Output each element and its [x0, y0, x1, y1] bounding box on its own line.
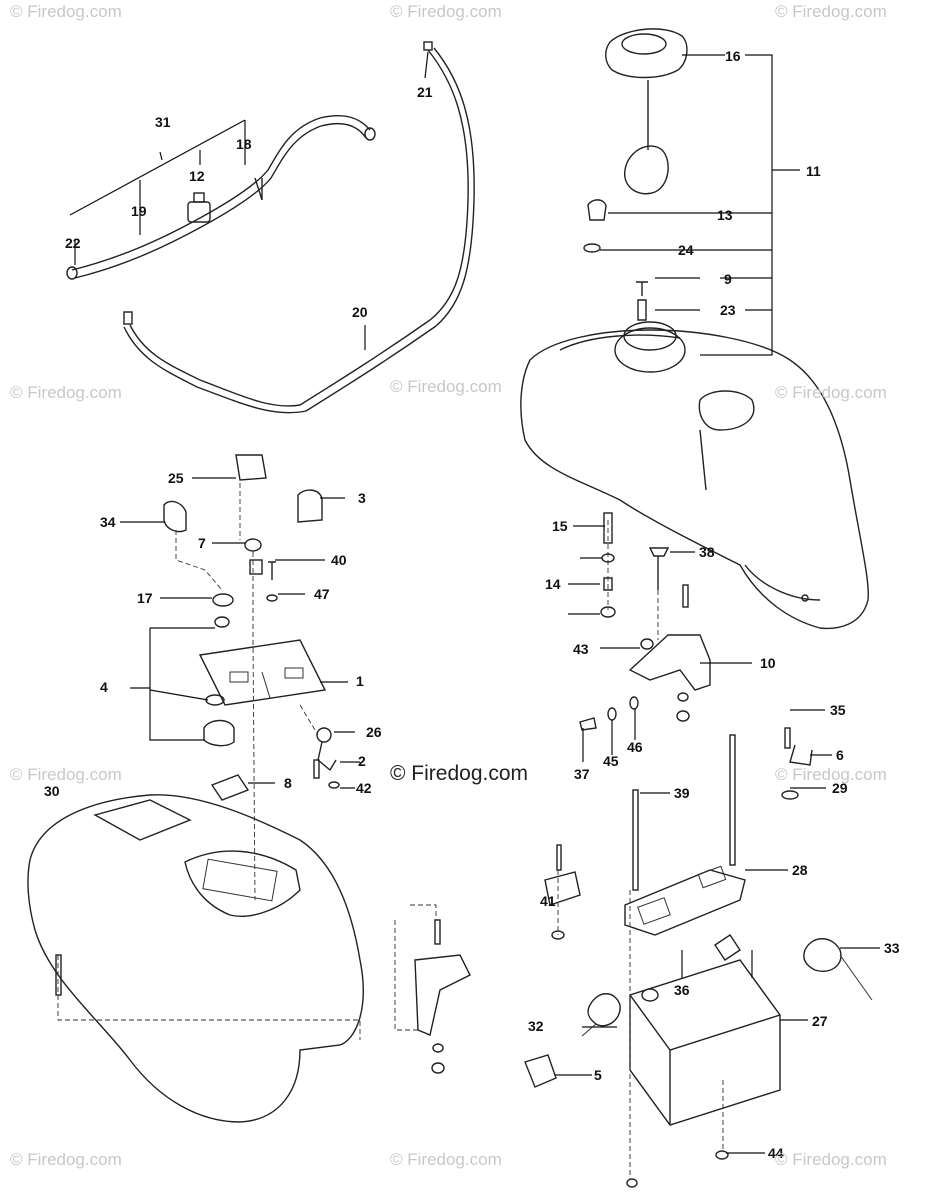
callout-8: 8	[284, 775, 292, 791]
callout-45: 45	[603, 753, 619, 769]
watermark: © Firedog.com	[10, 383, 122, 402]
callout-24: 24	[678, 242, 694, 258]
callout-1: 1	[356, 673, 364, 689]
battery-assembly	[524, 727, 873, 1188]
callout-19: 19	[131, 203, 147, 219]
callout-37: 37	[574, 766, 590, 782]
alignment-lines	[57, 483, 724, 1180]
brand-watermark: © Firedog.com	[390, 762, 529, 785]
watermark: © Firedog.com	[775, 2, 887, 21]
callout-17: 17	[137, 590, 153, 606]
callout-31: 31	[155, 114, 171, 130]
callout-22: 22	[65, 235, 81, 251]
callout-20: 20	[352, 304, 368, 320]
callout-35: 35	[830, 702, 846, 718]
watermark: © Firedog.com	[10, 1150, 122, 1169]
watermark: © Firedog.com	[390, 1150, 502, 1169]
callout-29: 29	[832, 780, 848, 796]
control-panel-parts	[163, 454, 340, 801]
callout-44: 44	[768, 1145, 784, 1161]
callout-13: 13	[717, 207, 733, 223]
watermark: © Firedog.com	[775, 383, 887, 402]
watermark: © Firedog.com	[390, 377, 502, 396]
callout-36: 36	[674, 982, 690, 998]
callout-26: 26	[366, 724, 382, 740]
callout-2: 2	[358, 753, 366, 769]
callout-6: 6	[836, 747, 844, 763]
callout-3: 3	[358, 490, 366, 506]
callout-28: 28	[792, 862, 808, 878]
tank-mount-hardware	[579, 512, 711, 731]
callout-15: 15	[552, 518, 568, 534]
watermark: © Firedog.com	[775, 765, 887, 784]
callout-5: 5	[594, 1067, 602, 1083]
callout-23: 23	[720, 302, 736, 318]
callout-38: 38	[699, 544, 715, 560]
callout-32: 32	[528, 1018, 544, 1034]
callout-14: 14	[545, 576, 561, 592]
gas-cap-assembly	[583, 28, 688, 321]
callout-33: 33	[884, 940, 900, 956]
callout-25: 25	[168, 470, 184, 486]
callout-40: 40	[331, 552, 347, 568]
callout-4: 4	[100, 679, 108, 695]
leader-lines	[69, 51, 880, 1154]
callout-41: 41	[540, 893, 556, 909]
watermark: © Firedog.com	[390, 2, 502, 21]
fuel-tank	[520, 321, 869, 630]
callout-7: 7	[198, 535, 206, 551]
callout-27: 27	[812, 1013, 828, 1029]
callout-39: 39	[674, 785, 690, 801]
fender-seat-base	[27, 794, 471, 1123]
watermark: © Firedog.com	[10, 2, 122, 21]
watermark: © Firedog.com	[775, 1150, 887, 1169]
callout-18: 18	[236, 136, 252, 152]
callout-12: 12	[189, 168, 205, 184]
watermark: © Firedog.com	[10, 765, 122, 784]
callout-21: 21	[417, 84, 433, 100]
callout-labels: 1 2 3 4 5 6 7 8 9 10 11 12 13 14 15 16 1…	[44, 48, 900, 1161]
callout-11: 11	[806, 163, 821, 179]
callout-30: 30	[44, 783, 60, 799]
callout-46: 46	[627, 739, 643, 755]
callout-9: 9	[724, 271, 732, 287]
fuel-hose-assembly	[66, 41, 475, 414]
callout-42: 42	[356, 780, 372, 796]
callout-16: 16	[725, 48, 741, 64]
callout-34: 34	[100, 514, 116, 530]
callout-43: 43	[573, 641, 589, 657]
callout-10: 10	[760, 655, 776, 671]
callout-47: 47	[314, 586, 330, 602]
